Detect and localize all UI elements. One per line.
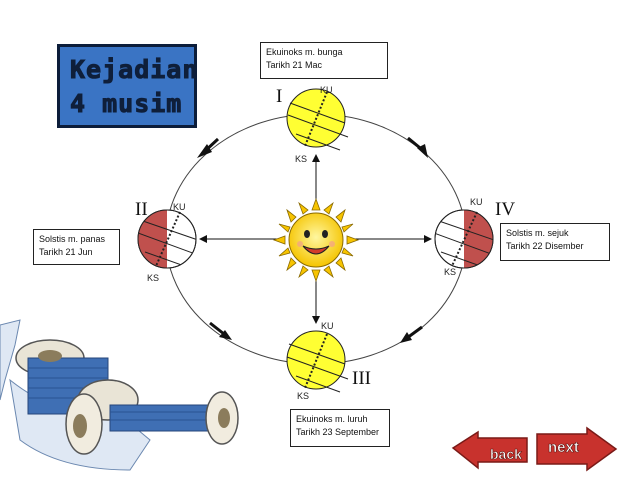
earth-axis [451,211,478,267]
earth-axis [155,211,181,267]
info-IV-line1: Solstis m. sejuk [506,228,569,238]
earth-globe-position-I [286,88,349,151]
ku-label-II: KU [173,202,186,212]
numeral-position-I: I [276,86,283,107]
ku-label-III: KU [321,321,334,331]
sun-eye-left [304,230,310,238]
info-IV-line2: Tarikh 22 Disember [506,241,584,251]
next-button-shape[interactable] [536,426,618,472]
ks-label-II: KS [147,273,160,283]
orbit-arrow-bottom-left [209,321,225,336]
back-button-label[interactable]: back [490,446,523,463]
ks-label-IV: KS [444,267,457,277]
earth-globe-position-IV [434,209,494,269]
info-III-line2: Tarikh 23 September [296,427,380,437]
title-line-2: 4 musim [70,89,183,119]
sun-eye-right [322,230,328,238]
orbit-direction-arrows [197,136,428,343]
thread-spool-illustration [0,319,239,471]
info-box-position-II: Solstis m. panas Tarikh 21 Jun [33,229,120,265]
info-II-line2: Tarikh 21 Jun [39,247,93,257]
info-box-position-I: Ekuinoks m. bunga Tarikh 21 Mac [260,42,388,79]
info-III-line1: Ekuinoks m. luruh [296,414,368,424]
back-button-shape[interactable] [451,430,528,470]
info-II-line1: Solstis m. panas [39,234,106,244]
info-I-line1: Ekuinoks m. bunga [266,47,343,57]
earth-axis [304,91,328,147]
sun-icon [272,197,360,283]
title-line-1: Kejadian [70,55,199,85]
ku-label-IV: KU [470,197,483,207]
sun-mouth [302,245,330,255]
info-I-line2: Tarikh 21 Mac [266,60,323,70]
numeral-position-IV: IV [495,199,516,220]
numeral-position-III: III [352,368,371,389]
numeral-position-II: II [135,199,148,220]
sun-rays-to-earth [199,154,432,324]
info-box-position-III: Ekuinoks m. luruh Tarikh 23 September [290,409,390,447]
ks-label-III: KS [297,391,310,401]
title-box: Kejadian 4 musim [57,44,199,128]
ku-label-I: KU [320,85,333,95]
info-box-position-IV: Solstis m. sejuk Tarikh 22 Disember [500,223,610,261]
next-button-label[interactable]: next [548,439,579,457]
ks-label-I: KS [295,154,308,164]
earth-globe-position-III [286,330,349,393]
earth-axis [304,333,328,389]
